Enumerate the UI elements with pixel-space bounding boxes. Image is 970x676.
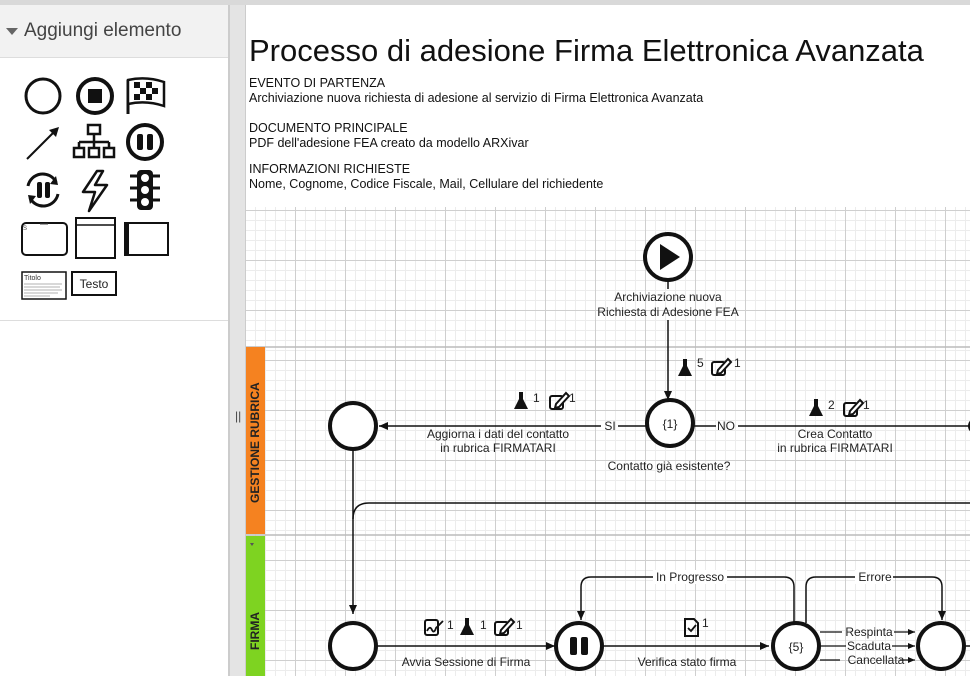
avvia-label: Avvia Sessione di Firma (402, 655, 531, 669)
process-title: Processo di adesione Firma Elettronica A… (249, 33, 924, 68)
crea-line2: in rubrica FIRMATARI (777, 441, 893, 455)
gateway-stato-firma[interactable]: {5} (771, 621, 821, 671)
edit-icon[interactable] (494, 617, 516, 636)
caret-down-icon[interactable] (6, 27, 18, 35)
text-tool-label: Testo (80, 277, 109, 291)
lane-gestione-rubrica[interactable]: GESTIONE RUBRICA (246, 346, 970, 534)
task-box-icon[interactable]: S (21, 222, 68, 256)
section-heading: EVENTO DI PARTENZA (249, 76, 386, 90)
pause-event-icon[interactable] (126, 123, 164, 161)
section-heading: DOCUMENTO PRINCIPALE (249, 121, 408, 135)
section-text: PDF dell'adesione FEA creato da modello … (249, 136, 529, 150)
svg-text:S: S (23, 226, 27, 232)
text-tool-item[interactable]: Testo (71, 271, 117, 296)
si-label: SI (604, 419, 615, 433)
panel-splitter[interactable]: || (229, 5, 246, 676)
lane-label-gestione: GESTIONE RUBRICA (248, 382, 262, 503)
flow-merge[interactable] (352, 502, 970, 520)
cancellata-label: Cancellata (848, 653, 905, 667)
end-event-firma[interactable] (916, 621, 966, 671)
section-required-info: INFORMAZIONI RICHIESTE Nome, Cognome, Co… (249, 162, 603, 192)
verifica-label: Verifica stato firma (638, 655, 737, 669)
in-progresso-label: In Progresso (656, 570, 724, 584)
errore-label: Errore (858, 570, 892, 584)
traffic-light-icon[interactable] (130, 170, 160, 210)
subprocess-hierarchy-icon[interactable] (72, 123, 116, 159)
palette-header[interactable]: Aggiungi elemento (0, 5, 228, 58)
no-label: NO (717, 419, 735, 433)
crea-line1: Crea Contatto (798, 427, 873, 441)
diagram-canvas[interactable]: Processo di adesione Firma Elettronica A… (246, 5, 970, 676)
flask-count: 2 (828, 398, 835, 412)
intermediate-event-aggiorna[interactable] (328, 401, 378, 451)
lane-firma[interactable]: FIRMA (246, 534, 970, 676)
lane-color-bar (246, 347, 265, 534)
checkered-flag-icon[interactable] (126, 77, 166, 114)
check-count: 1 (702, 616, 709, 630)
section-text: Nome, Cognome, Codice Fiscale, Mail, Cel… (249, 177, 604, 191)
intermediate-event-avvia[interactable] (328, 621, 378, 671)
note-card-icon[interactable]: Titolo (21, 271, 67, 300)
lane-color-bar (246, 536, 265, 676)
lane-label-firma: FIRMA (248, 612, 262, 650)
top-bar (0, 0, 970, 5)
pause-event[interactable] (554, 621, 604, 671)
edit-count: 1 (863, 398, 870, 412)
play-icon (660, 244, 680, 270)
section-main-document: DOCUMENTO PRINCIPALE PDF dell'adesione F… (249, 121, 529, 151)
flask-icon[interactable] (678, 359, 692, 376)
edit-icon[interactable] (843, 398, 865, 417)
document-check-icon[interactable] (684, 618, 699, 637)
start-event-icon[interactable] (24, 77, 62, 115)
flask-icon[interactable] (514, 392, 528, 409)
process-header: Processo di adesione Firma Elettronica A… (246, 5, 970, 207)
gateway-contatto-esistente[interactable]: {1} (645, 398, 695, 448)
gateway-id: {5} (789, 640, 804, 654)
palette-title: Aggiungi elemento (24, 20, 182, 41)
flask-count: 1 (480, 618, 487, 632)
gateway-label: Contatto già esistente? (608, 459, 731, 473)
signature-icon[interactable] (424, 619, 444, 636)
flask-count: 5 (697, 356, 704, 370)
aggiorna-line1: Aggiorna i dati del contatto (427, 427, 569, 441)
edit-icon[interactable] (549, 391, 571, 410)
respinta-label: Respinta (845, 625, 893, 639)
scaduta-label: Scaduta (847, 639, 891, 653)
end-event-icon[interactable] (76, 77, 114, 115)
loop-pause-icon[interactable] (26, 172, 60, 208)
gateway-id: {1} (663, 417, 678, 431)
lane-box-icon[interactable] (124, 222, 169, 256)
note-card-title: Titolo (24, 275, 41, 282)
flask-icon[interactable] (460, 618, 474, 635)
flask-count: 1 (533, 391, 540, 405)
start-event[interactable] (643, 232, 693, 282)
start-label-line2: Richiesta di Adesione FEA (597, 305, 738, 319)
start-label-line1: Archiviazione nuova (614, 290, 722, 304)
splitter-grip[interactable]: || (235, 409, 242, 423)
edit-count: 1 (734, 356, 741, 370)
palette-items: S Titolo Testo (0, 58, 228, 321)
edit-count: 1 (516, 618, 523, 632)
section-start-event: EVENTO DI PARTENZA Archiviazione nuova r… (249, 76, 703, 106)
lane-collapse-icon[interactable] (250, 543, 254, 546)
aggiorna-line2: in rubrica FIRMATARI (440, 441, 556, 455)
frame-box-icon[interactable] (75, 217, 116, 259)
edit-icon[interactable] (711, 357, 733, 376)
sign-count: 1 (447, 618, 454, 632)
section-text: Archiviazione nuova richiesta di adesion… (249, 91, 704, 105)
lightning-icon[interactable] (81, 169, 109, 213)
edit-count: 1 (569, 391, 576, 405)
flask-icon[interactable] (809, 399, 823, 416)
section-heading: INFORMAZIONI RICHIESTE (249, 162, 411, 176)
connector-arrow-icon[interactable] (26, 127, 59, 160)
element-palette-panel: Aggiungi elemento (0, 5, 229, 676)
